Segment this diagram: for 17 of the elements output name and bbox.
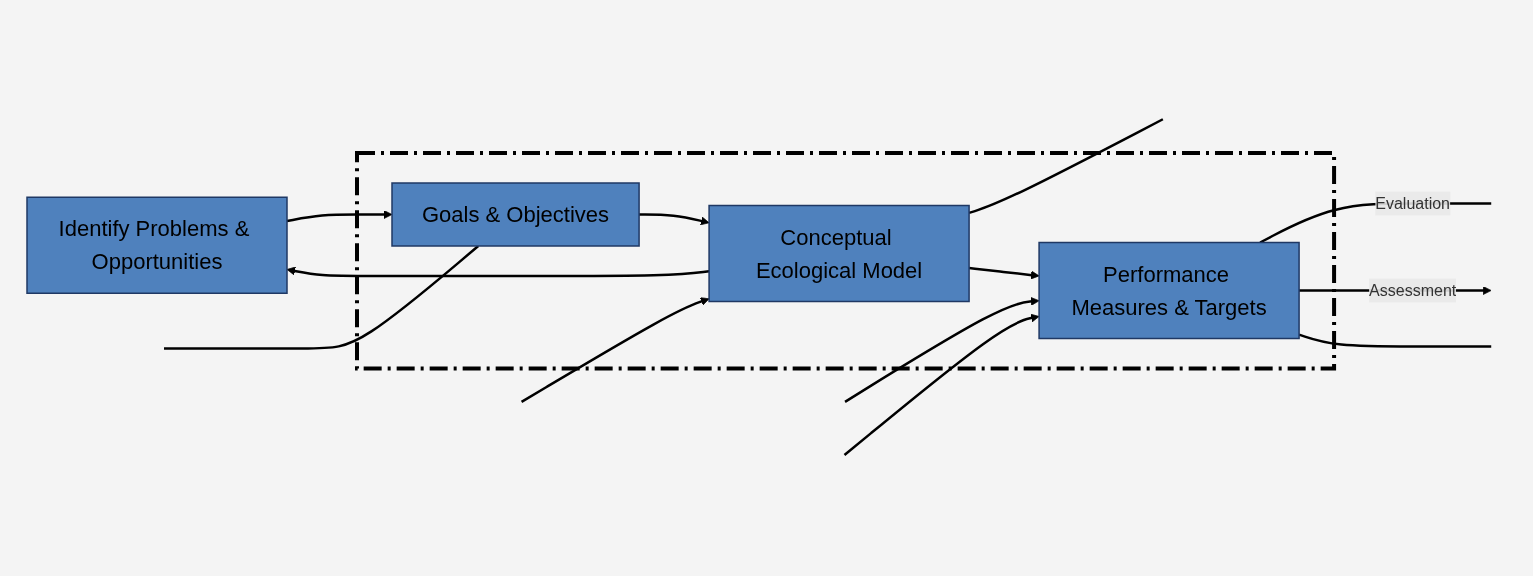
connector bbox=[164, 245, 480, 350]
node-box: Conceptual Ecological Model bbox=[708, 205, 971, 303]
arrow bbox=[844, 297, 1040, 404]
arrow bbox=[969, 267, 1040, 280]
cluster bbox=[355, 151, 1337, 371]
node-box: Goals & Objectives bbox=[391, 182, 641, 247]
arrow bbox=[521, 297, 710, 404]
node-box: Performance Measures & Targets bbox=[1038, 242, 1301, 340]
arrow bbox=[287, 266, 710, 278]
connector bbox=[969, 118, 1164, 215]
connector bbox=[1299, 333, 1492, 348]
arrow bbox=[844, 314, 1040, 457]
node-box: Identify Problems & Opportunities bbox=[26, 196, 289, 295]
arrow bbox=[639, 213, 710, 226]
edge-label: Assessment bbox=[1369, 281, 1457, 299]
edge-label: Evaluation bbox=[1375, 194, 1451, 212]
arrow bbox=[287, 210, 393, 223]
